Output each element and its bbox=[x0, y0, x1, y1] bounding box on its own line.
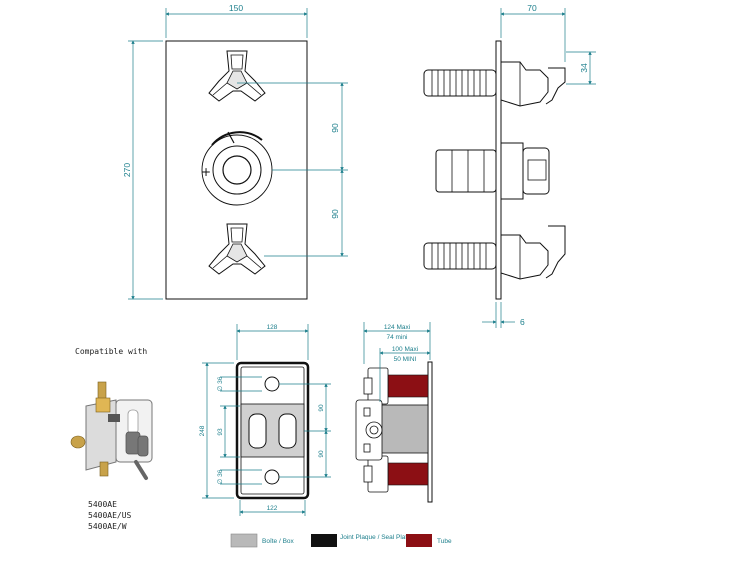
depth-label: 70 bbox=[527, 3, 537, 13]
side-view: 70 34 6 bbox=[423, 3, 596, 328]
box-spacing-top-label: 90 bbox=[318, 404, 325, 412]
width-label: 150 bbox=[229, 3, 243, 13]
legend-box-swatch bbox=[230, 533, 258, 548]
mixing-valve-illustration bbox=[70, 381, 153, 480]
box-spacing-bottom-label: 90 bbox=[318, 450, 325, 458]
box-bottom-width-label: 122 bbox=[267, 505, 278, 512]
model-1: 5400AE bbox=[88, 500, 117, 509]
side-top-valve bbox=[423, 61, 566, 107]
thermostatic-dial: + bbox=[201, 131, 273, 206]
legend-tube-label: Tube bbox=[437, 538, 452, 545]
tube-top bbox=[387, 374, 429, 398]
box-dia-top-label: ∅ 36 bbox=[217, 376, 224, 391]
tube-bottom bbox=[387, 462, 429, 486]
legend-seal-label: Joint Plaque / Seal Plate bbox=[340, 534, 411, 541]
model-3: 5400AE/W bbox=[88, 522, 127, 531]
box-max-label: 124 Maxi bbox=[384, 324, 410, 331]
legend: Boîte / Box Joint Plaque / Seal Plate Tu… bbox=[230, 533, 452, 548]
side-bottom-valve bbox=[423, 225, 566, 280]
box-min2-label: 50 MINI bbox=[394, 356, 417, 363]
spacing-top-label: 90 bbox=[330, 123, 340, 133]
box-side-body bbox=[379, 404, 429, 454]
box-front-view: 128 122 248 93 ∅ 36 ∅ 36 90 90 bbox=[199, 324, 331, 516]
top-hole bbox=[264, 376, 280, 392]
top-handle bbox=[208, 50, 266, 102]
model-2: 5400AE/US bbox=[88, 511, 132, 520]
side-thermostat bbox=[435, 142, 550, 200]
compatible-title: Compatible with bbox=[75, 347, 147, 356]
height-label: 270 bbox=[122, 163, 132, 177]
spacing-bottom-label: 90 bbox=[330, 209, 340, 219]
box-dia-bottom-label: ∅ 36 bbox=[217, 469, 224, 484]
box-side-view: 124 Maxi 74 mini 100 Maxi 50 MINI bbox=[355, 322, 433, 503]
box-mid-label: 93 bbox=[217, 428, 224, 436]
box-height-label: 248 bbox=[199, 425, 206, 436]
legend-tube-swatch bbox=[406, 534, 432, 547]
legend-box-label: Boîte / Box bbox=[262, 538, 295, 545]
bottom-handle bbox=[208, 223, 266, 275]
plate-label: 6 bbox=[520, 317, 525, 327]
bottom-hole bbox=[264, 469, 280, 485]
front-view: 150 270 + bbox=[122, 3, 348, 300]
box-top-width-label: 128 bbox=[267, 324, 278, 331]
legend-seal-swatch bbox=[311, 534, 337, 547]
compatible-section: Compatible with 5400AE 5400AE/US 5400AE/… bbox=[70, 347, 153, 531]
box-side-plate bbox=[427, 361, 433, 503]
svg-text:+: + bbox=[201, 165, 211, 179]
side-plate bbox=[495, 40, 502, 300]
handle-label: 34 bbox=[579, 63, 589, 73]
box-min-label: 74 mini bbox=[387, 334, 408, 341]
box-max2-label: 100 Maxi bbox=[392, 346, 418, 353]
